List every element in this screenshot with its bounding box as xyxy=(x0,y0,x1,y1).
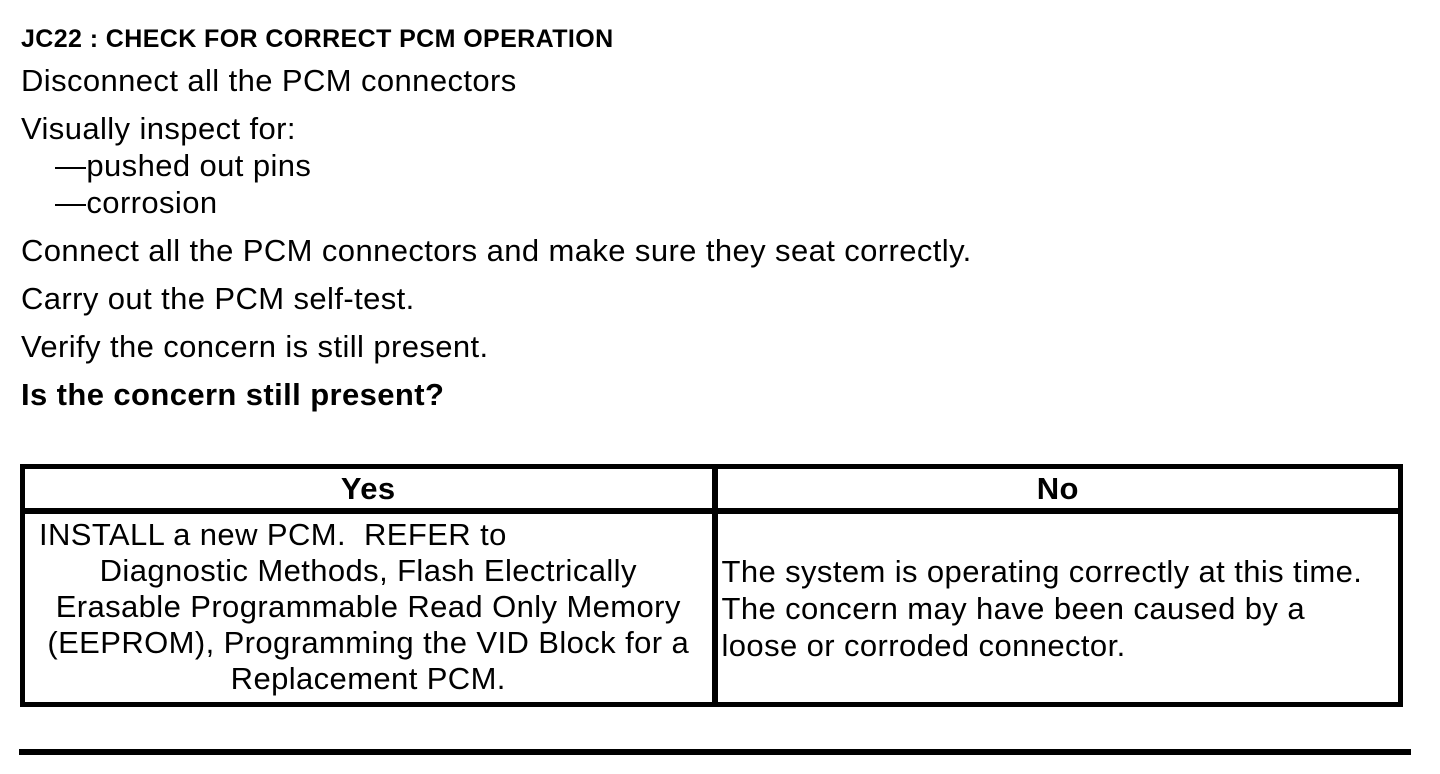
inspection-list-item: —corrosion xyxy=(55,185,218,220)
page-title: JC22 : CHECK FOR CORRECT PCM OPERATION xyxy=(21,25,614,53)
table-header-no: No xyxy=(711,469,1398,514)
yes-no-result-table: Yes No INSTALL a new PCM. REFER to Diagn… xyxy=(20,464,1403,707)
yes-action-line: Replacement PCM. xyxy=(230,661,506,696)
no-action-line: loose or corroded connector. xyxy=(721,627,1126,663)
yes-action-line: Diagnostic Methods, Flash Electrically xyxy=(99,553,637,588)
step-text: Verify the concern is still present. xyxy=(21,329,489,364)
procedure-content: JC22 : CHECK FOR CORRECT PCM OPERATION D… xyxy=(21,24,1419,413)
yes-action-cell: INSTALL a new PCM. REFER to Diagnostic M… xyxy=(25,514,712,702)
step-text: Carry out the PCM self-test. xyxy=(21,281,415,316)
step-text: Disconnect all the PCM connectors xyxy=(21,63,517,98)
decision-question: Is the concern still present? xyxy=(21,377,445,412)
inspection-list-item: —pushed out pins xyxy=(55,148,312,183)
yes-action-line: INSTALL a new PCM. REFER to xyxy=(39,517,507,552)
step-text: Connect all the PCM connectors and make … xyxy=(21,233,972,268)
no-action-line: The system is operating correctly at thi… xyxy=(721,553,1363,589)
table-header-yes: Yes xyxy=(25,469,712,514)
step-text: Visually inspect for: xyxy=(21,111,296,146)
horizontal-divider xyxy=(19,749,1411,755)
yes-action-line: (EEPROM), Programming the VID Block for … xyxy=(47,625,690,660)
no-action-cell: The system is operating correctly at thi… xyxy=(711,514,1399,702)
no-action-line: The concern may have been caused by a xyxy=(721,590,1305,626)
yes-action-line: Erasable Programmable Read Only Memory xyxy=(55,589,681,624)
